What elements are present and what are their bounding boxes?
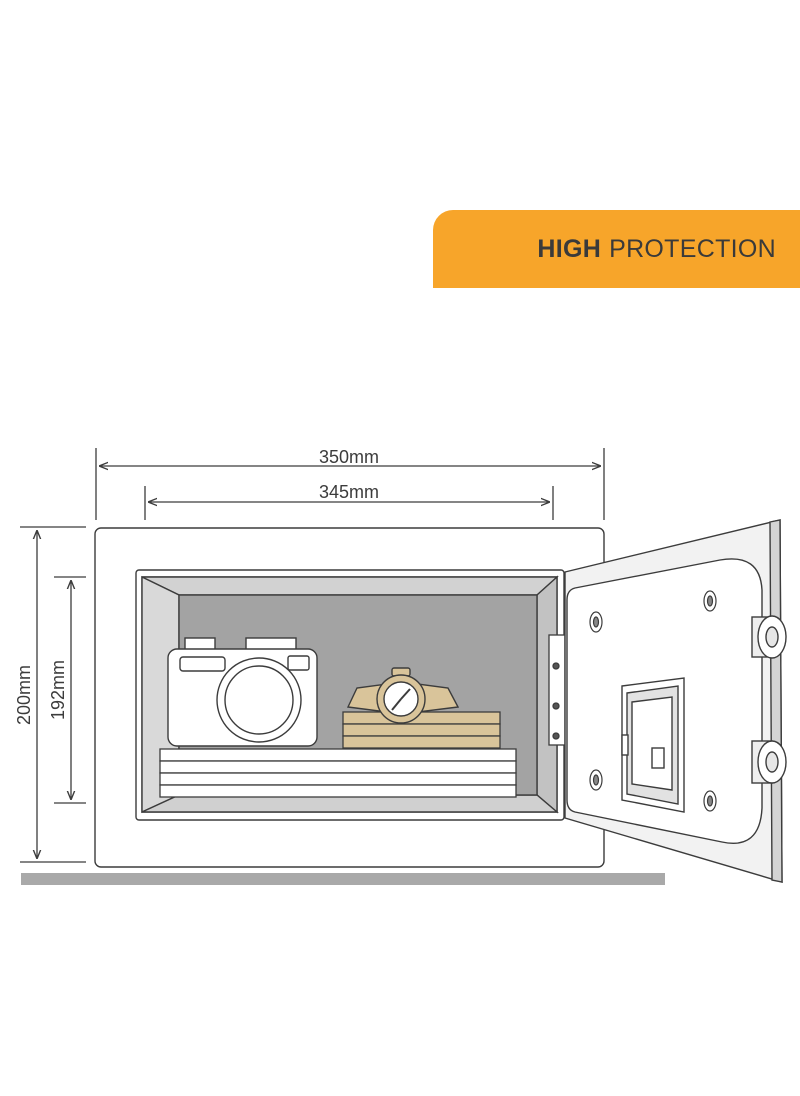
width-dimensions — [95, 448, 605, 520]
inner-height-label: 192mm — [48, 660, 68, 720]
wooden-box — [342, 711, 501, 749]
banner-strong-text: HIGH — [537, 234, 602, 263]
watch-icon — [346, 667, 460, 724]
locking-bolts — [751, 615, 787, 784]
books-icon — [159, 748, 517, 798]
hinge — [548, 634, 566, 746]
inner-width-label: 345mm — [319, 482, 379, 502]
camera-icon — [167, 637, 318, 747]
outer-width-label: 350mm — [319, 447, 379, 467]
banner-light-text: PROTECTION — [609, 234, 776, 263]
keypad-icon — [621, 677, 685, 813]
door-screws — [589, 590, 717, 812]
height-dimensions — [20, 526, 86, 863]
outer-height-label: 200mm — [14, 665, 34, 725]
floor-bar — [21, 873, 665, 885]
protection-banner: HIGH PROTECTION — [433, 210, 800, 288]
